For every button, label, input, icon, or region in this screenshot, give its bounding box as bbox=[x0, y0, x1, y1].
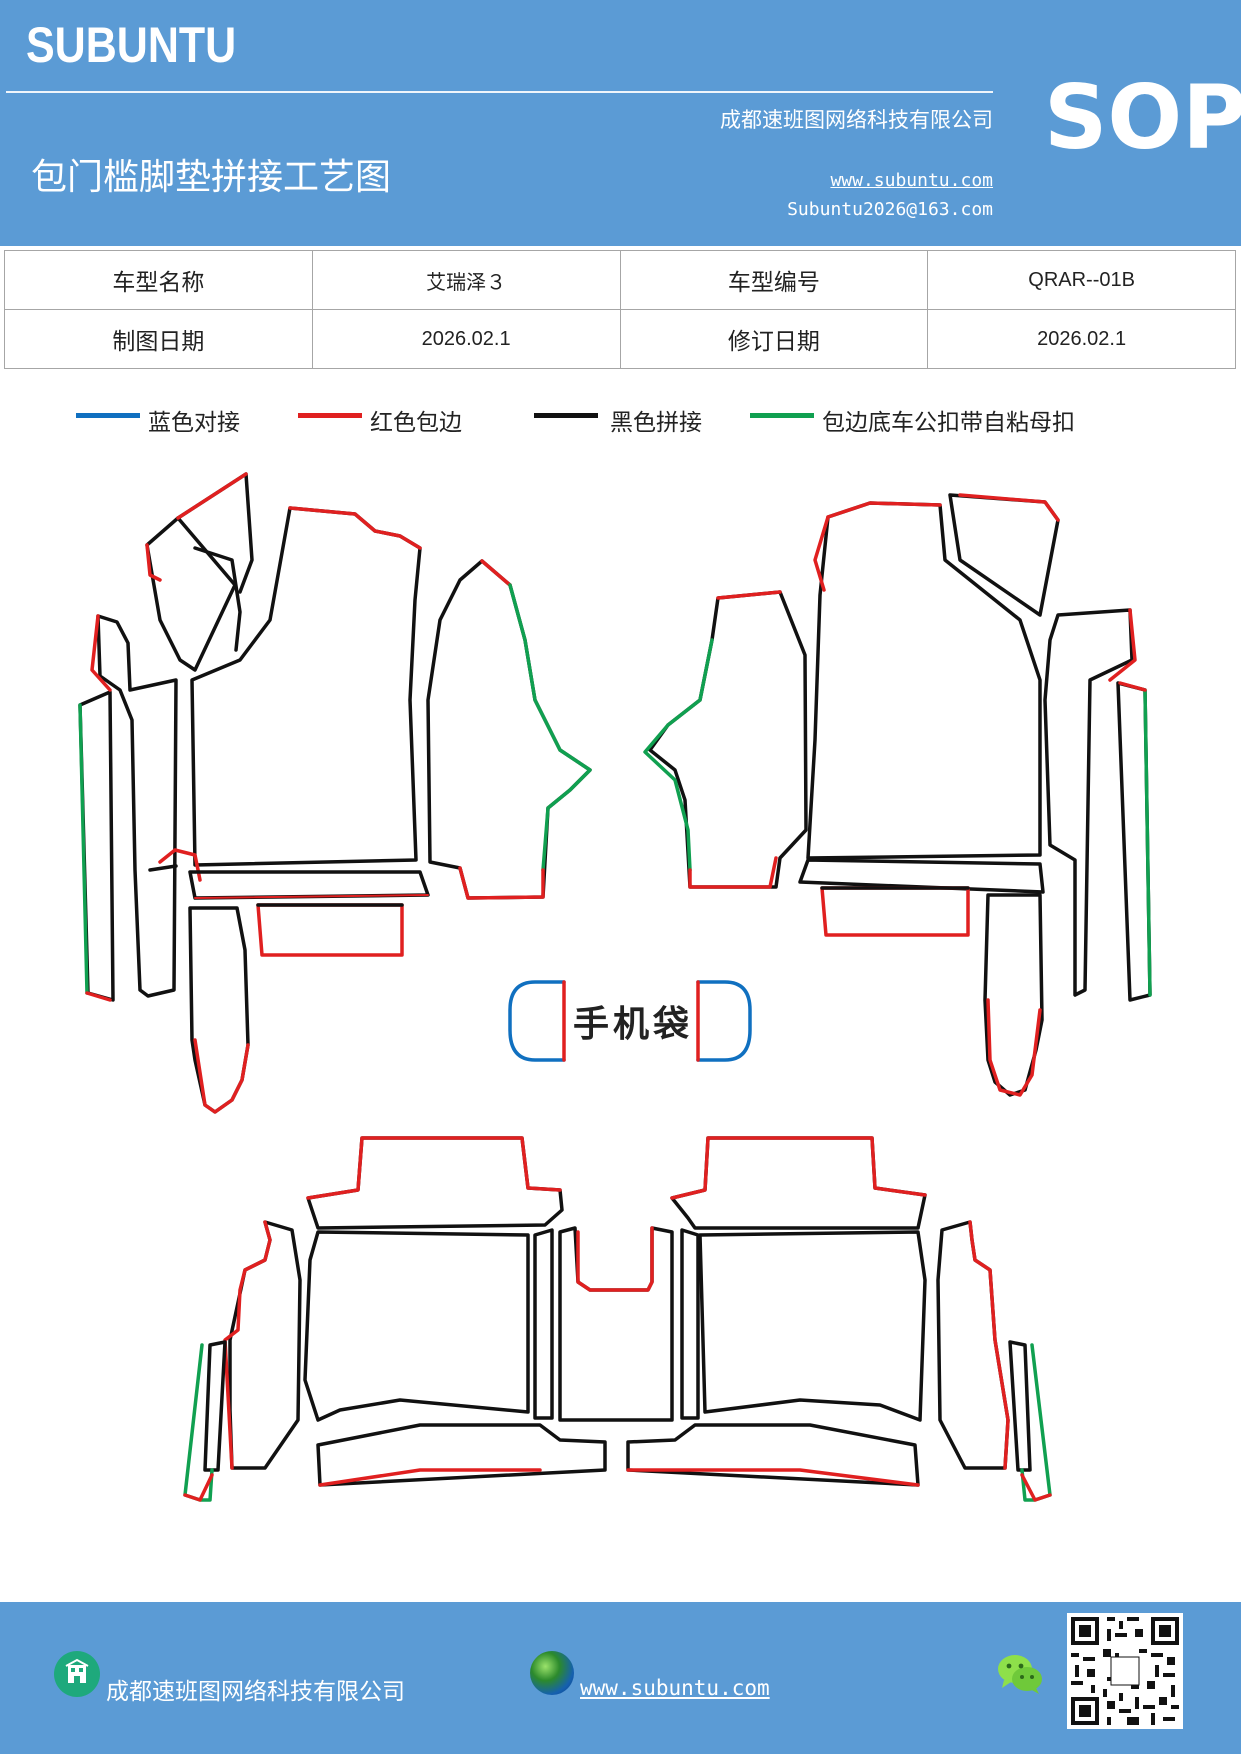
footer-website-link[interactable]: www.subuntu.com bbox=[580, 1676, 770, 1700]
qr-code bbox=[1067, 1613, 1183, 1729]
wechat-icon[interactable] bbox=[996, 1652, 1044, 1696]
header-email[interactable]: Subuntu2026@163.com bbox=[787, 199, 993, 220]
legend-label: 红色包边 bbox=[370, 410, 462, 436]
legend-label: 黑色拼接 bbox=[610, 410, 702, 436]
label-model-name: 车型名称 bbox=[4, 250, 313, 310]
building-icon bbox=[54, 1651, 100, 1697]
info-table: 车型名称 艾瑞泽３ 车型编号 QRAR--01B 制图日期 2026.02.1 … bbox=[4, 250, 1236, 369]
value-model-code: QRAR--01B bbox=[927, 250, 1236, 310]
label-draw-date: 制图日期 bbox=[4, 309, 313, 369]
value-revise-date: 2026.02.1 bbox=[927, 309, 1236, 369]
left-front-mat bbox=[78, 472, 592, 1114]
table-row: 制图日期 2026.02.1 修订日期 2026.02.1 bbox=[4, 309, 1236, 369]
globe-icon bbox=[530, 1651, 574, 1695]
phone-bag-label: 手机袋 bbox=[573, 1004, 694, 1045]
brand-logo: SUBUNTU bbox=[26, 17, 237, 73]
page-title: 包门槛脚垫拼接工艺图 bbox=[31, 157, 392, 198]
right-front-mat bbox=[643, 493, 1152, 1097]
header-company: 成都速班图网络科技有限公司 bbox=[720, 108, 993, 132]
footer-company: 成都速班图网络科技有限公司 bbox=[106, 1679, 405, 1705]
value-draw-date: 2026.02.1 bbox=[311, 309, 621, 369]
header-website-link[interactable]: www.subuntu.com bbox=[830, 170, 993, 191]
legend-label: 蓝色对接 bbox=[148, 410, 240, 436]
header-banner bbox=[0, 0, 1241, 246]
rear-mat bbox=[183, 1136, 1052, 1502]
phone-bag-shapes bbox=[508, 980, 752, 1062]
header-divider bbox=[6, 91, 993, 93]
legend-label: 包边底车公扣带自粘母扣 bbox=[822, 410, 1075, 436]
sop-badge: SOP bbox=[1044, 66, 1241, 169]
legend-item-black: 黑色拼接 bbox=[534, 405, 702, 436]
legend-item-red: 红色包边 bbox=[298, 405, 462, 436]
table-row: 车型名称 艾瑞泽３ 车型编号 QRAR--01B bbox=[4, 250, 1236, 310]
label-model-code: 车型编号 bbox=[619, 250, 929, 310]
legend-swatch-red bbox=[298, 412, 362, 418]
legend-swatch-black bbox=[534, 412, 598, 418]
legend-swatch-green bbox=[750, 412, 814, 418]
floor-mat-diagram bbox=[78, 472, 1152, 1502]
label-revise-date: 修订日期 bbox=[619, 309, 929, 369]
legend-item-green: 包边底车公扣带自粘母扣 bbox=[750, 405, 1075, 436]
legend-item-blue: 蓝色对接 bbox=[76, 405, 240, 436]
legend-swatch-blue bbox=[76, 412, 140, 418]
value-model-name: 艾瑞泽３ bbox=[311, 250, 621, 310]
